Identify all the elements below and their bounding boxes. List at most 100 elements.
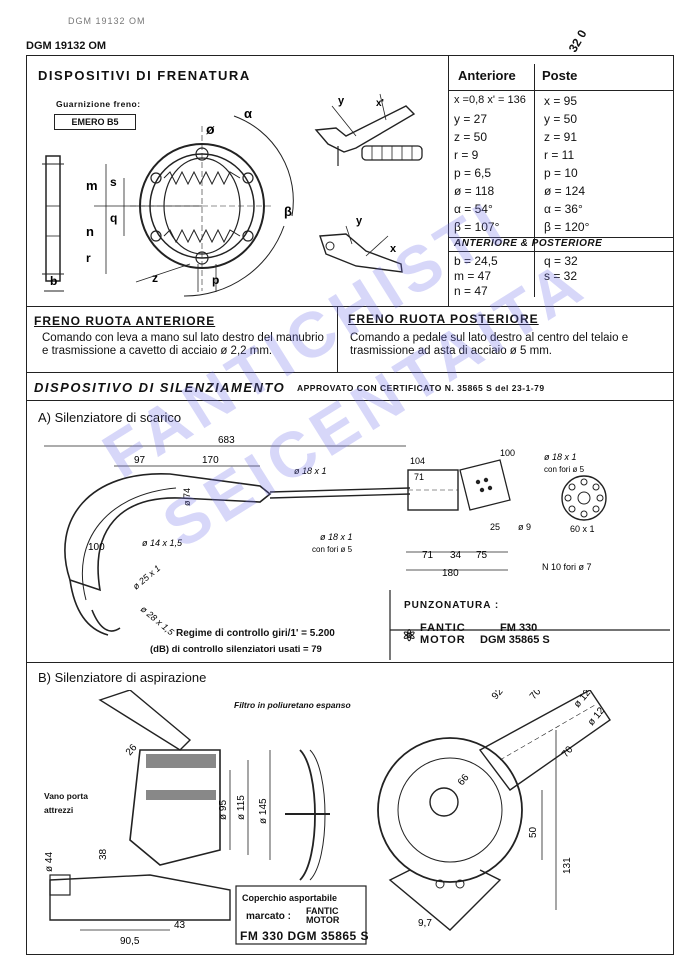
drum-label-q: q bbox=[110, 211, 117, 225]
dim-34: 34 bbox=[450, 550, 462, 561]
front-brake-title: FRENO RUOTA ANTERIORE bbox=[34, 314, 216, 328]
intake-dim-66: 66 bbox=[456, 772, 472, 788]
dim-170: 170 bbox=[202, 455, 219, 466]
rear-brake-text: Comando a pedale sul lato destro al cent… bbox=[350, 332, 629, 357]
divider bbox=[26, 400, 674, 401]
intake-dim-97: 9,7 bbox=[418, 918, 432, 929]
table-cell: b = 24,5 bbox=[454, 254, 498, 268]
cover-label: Coperchio asportabile bbox=[242, 893, 338, 903]
rear-column: x = 95 y = 50 z = 91 r = 11 p = 10 ø = 1… bbox=[544, 94, 624, 238]
dim-71-top: 71 bbox=[414, 472, 424, 482]
intake-dim-92: 92 bbox=[490, 690, 506, 702]
db-label: (dB) di controllo silenziatori usati = 7… bbox=[150, 644, 322, 655]
table-cell: α = 36° bbox=[544, 202, 583, 216]
braking-title: DISPOSITIVI DI FRENATURA bbox=[38, 68, 251, 83]
lining-value: EMERO B5 bbox=[54, 114, 136, 130]
table-cell: m = 47 bbox=[454, 269, 492, 283]
drum-label-r: r bbox=[86, 251, 91, 265]
intake-dim-90: 90,5 bbox=[120, 936, 140, 947]
dim-100-right: 100 bbox=[500, 448, 515, 458]
document-ref: DGM 19132 OM bbox=[26, 40, 107, 52]
faded-header-ref: DGM 19132 OM bbox=[68, 16, 146, 26]
page-note: 32 0 bbox=[565, 27, 590, 55]
dim-holes-c: con fori ø 5 bbox=[544, 465, 585, 474]
table-cell: y = 50 bbox=[544, 112, 578, 126]
col-rear: Poste bbox=[542, 68, 578, 83]
filter-label: Filtro in poliuretano espanso bbox=[234, 700, 351, 710]
lever-label-x1: x' bbox=[376, 98, 384, 109]
table-divider bbox=[448, 251, 674, 252]
dim-75: 75 bbox=[476, 550, 488, 561]
brake-lever-diagram: y x' y x bbox=[314, 93, 423, 273]
dim-phi18-a: ø 18 x 1 bbox=[294, 466, 327, 476]
exhaust-diagram: 683 97 170 ø 18 x 1 104 71 ø 74 ø 14 x 1… bbox=[44, 435, 670, 660]
table-cell: y = 27 bbox=[454, 112, 488, 126]
divider bbox=[26, 372, 674, 373]
col-front: Anteriore bbox=[458, 68, 516, 83]
table-cell: β = 120° bbox=[544, 220, 590, 234]
intake-dim-phi12a: ø 12 bbox=[572, 690, 594, 710]
intake-dim-43: 43 bbox=[174, 920, 186, 931]
silencer-title: DISPOSITIVO DI SILENZIAMENTO bbox=[34, 380, 286, 395]
front-column: x =0,8 x' = 136 y = 27 z = 50 r = 9 p = … bbox=[454, 94, 534, 238]
drum-label-m: m bbox=[86, 178, 98, 193]
both-title: ANTERIORE & POSTERIORE bbox=[454, 238, 603, 249]
table-header: Anteriore Poste bbox=[448, 64, 674, 91]
table-cell: z = 50 bbox=[454, 130, 488, 144]
table-cell: p = 10 bbox=[544, 166, 578, 180]
tool-compartment-label: Vano porta attrezzi bbox=[44, 791, 88, 815]
table-divider bbox=[534, 64, 535, 297]
dim-683: 683 bbox=[218, 435, 235, 446]
divider bbox=[26, 306, 674, 307]
drum-label-z: z bbox=[152, 271, 158, 285]
dim-phi25: ø 25 x 1 bbox=[131, 563, 162, 592]
brand-logo-icon: ⚛ bbox=[402, 628, 417, 645]
table-cell: z = 91 bbox=[544, 130, 578, 144]
table-cell: ø = 118 bbox=[454, 184, 495, 198]
cover-brand-line1: FANTIC bbox=[306, 906, 339, 916]
drawing-sheet bbox=[26, 55, 674, 955]
approval-text: APPROVATO CON CERTIFICATO N. 35865 S del… bbox=[297, 383, 545, 393]
table-cell: β = 107° bbox=[454, 220, 500, 234]
brake-drum-diagram: m s q n r b z p α β ø bbox=[42, 106, 294, 297]
intake-dim-131: 131 bbox=[562, 857, 573, 874]
table-cell: x = 95 bbox=[544, 94, 578, 108]
lever-label-y1: y bbox=[338, 95, 345, 107]
dim-180: 180 bbox=[442, 568, 459, 579]
table-cell: p = 6,5 bbox=[454, 166, 492, 180]
cover-marked-label: marcato : bbox=[246, 911, 292, 922]
dim-phi28: ø 28 x 1,5 bbox=[139, 604, 177, 638]
punch-label: PUNZONATURA : bbox=[404, 600, 500, 611]
drum-label-n: n bbox=[86, 224, 94, 239]
dim-104: 104 bbox=[410, 456, 425, 466]
lever-label-x2: x bbox=[390, 243, 397, 255]
both-left-column: b = 24,5 m = 47 n = 47 bbox=[454, 254, 534, 299]
model-line2: DGM 35865 S bbox=[480, 634, 550, 646]
rear-brake-title: FRENO RUOTA POSTERIORE bbox=[348, 312, 539, 326]
drum-label-beta: β bbox=[284, 204, 292, 219]
drum-label-b: b bbox=[50, 274, 57, 288]
exhaust-title: A) Silenziatore di scarico bbox=[38, 410, 182, 425]
divider bbox=[26, 662, 674, 663]
brand-line1: FANTIC bbox=[420, 622, 466, 634]
cover-model: FM 330 DGM 35865 S bbox=[240, 929, 370, 943]
table-cell: r = 9 bbox=[454, 148, 479, 162]
intake-dim-38: 38 bbox=[98, 848, 109, 860]
dim-100-left: 100 bbox=[88, 542, 105, 553]
cover-brand-line2: MOTOR bbox=[306, 915, 340, 925]
dim-phi74: ø 74 bbox=[182, 488, 192, 506]
rpm-label: Regime di controllo giri/1' = 5.200 bbox=[176, 628, 335, 639]
divider bbox=[448, 55, 449, 306]
cover-brand: FANTIC MOTOR bbox=[306, 907, 339, 925]
table-cell: x =0,8 x' = 136 bbox=[454, 94, 526, 106]
intake-dim-phi95: ø 95 bbox=[218, 800, 229, 820]
brand-line2: MOTOR bbox=[420, 634, 466, 646]
intake-dim-26: 26 bbox=[124, 742, 140, 758]
table-cell: n = 47 bbox=[454, 284, 488, 298]
dim-holes-b: con fori ø 5 bbox=[312, 545, 353, 554]
intake-title: B) Silenziatore di aspirazione bbox=[38, 670, 207, 685]
dim-phi18-b: ø 18 x 1 bbox=[320, 532, 353, 542]
dim-25: 25 bbox=[490, 522, 500, 532]
table-cell: s = 32 bbox=[544, 269, 578, 283]
drum-label-p: p bbox=[212, 273, 219, 287]
